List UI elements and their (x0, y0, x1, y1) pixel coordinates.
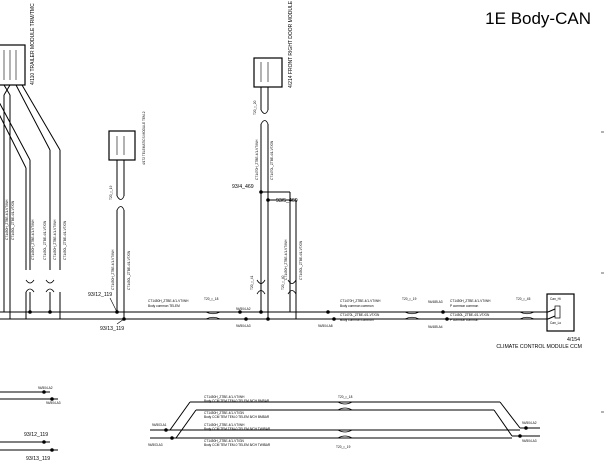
svg-text:Body CCM TEM TEM-0 TELEM 8/CH: Body CCM TEM TEM-0 TELEM 8/CH TWIBAR (204, 427, 271, 431)
svg-text:CT1450H_ZTBE-4/1-VT/GN: CT1450H_ZTBE-4/1-VT/GN (204, 439, 245, 443)
svg-text:94/504.A3: 94/504.A3 (522, 439, 537, 443)
svg-text:CT1450L_ZTBE-4/1-VT/GN: CT1450L_ZTBE-4/1-VT/GN (43, 220, 47, 260)
svg-text:Body CCM TEM TEM-0 TELEM 8/CH: Body CCM TEM TEM-0 TELEM 8/CH TWIBAR (204, 443, 271, 447)
svg-text:CT1450H_ZTBE-4/1-VT/WH: CT1450H_ZTBE-4/1-VT/WH (53, 219, 57, 260)
junction-93-4: 93/4_469 (232, 184, 254, 190)
diagram-title: 1E Body-CAN (485, 9, 591, 28)
trailer-wires: CT1450H_ZTBE-4/1-VT/WH CT1450L_ZTBE-4/1-… (0, 84, 67, 319)
junction-93-13: 93/13_119 (100, 326, 124, 332)
lower-left-wires: 94/504.A2 94/504.A3 93/12_119 93/13_119 (0, 386, 61, 461)
svg-text:CT1470L_ZTBE-4/1-VT/GN: CT1470L_ZTBE-4/1-VT/GN (270, 140, 274, 180)
svg-text:94/485.A3: 94/485.A3 (428, 300, 443, 304)
ccm-pin-hi: Can_Hi (550, 297, 561, 301)
door-wires: T20_▯_20 CT1470H_ZTBE-4/1-VT/WH CT1470L_… (250, 87, 303, 319)
main-bus: CT1450H_ZTBE-4/1-VT/WH Body common TELEM… (0, 190, 556, 329)
svg-text:T20_▯_41: T20_▯_41 (250, 275, 254, 290)
svg-text:94/503.A3: 94/503.A3 (148, 443, 163, 447)
svg-text:T20_▯_20: T20_▯_20 (253, 100, 257, 115)
svg-text:94/504.A2: 94/504.A2 (522, 421, 537, 425)
svg-text:CT1450H_ZTBE-4/1-VT/WH: CT1450H_ZTBE-4/1-VT/WH (204, 395, 245, 399)
svg-text:Body common TELEM: Body common TELEM (148, 304, 180, 308)
svg-text:CT1450H_ZTBE-4/1-VT/WH: CT1450H_ZTBE-4/1-VT/WH (204, 423, 245, 427)
svg-text:94/504.A3: 94/504.A3 (46, 401, 61, 405)
front-door-module[interactable]: 4/214 FRONT RIGHT DOOR MODULE (253, 0, 294, 88)
svg-text:CT1470H_ZTBE-4/1-VT/WH: CT1470H_ZTBE-4/1-VT/WH (255, 139, 259, 180)
trailer-module[interactable]: 4/110 TRAILER MODULE TRM/TMC (0, 3, 36, 86)
svg-text:94/503.A1: 94/503.A1 (152, 423, 167, 427)
svg-text:CT1450L_ZTBE-4/1-VT/GN: CT1450L_ZTBE-4/1-VT/GN (11, 200, 15, 240)
svg-text:CT1450H_ZTBE-4/1-VT/WH: CT1450H_ZTBE-4/1-VT/WH (284, 239, 288, 280)
svg-text:T20_▯_45: T20_▯_45 (516, 297, 531, 301)
svg-text:Body CCM TEM TEM-0 TELEM 8/CH: Body CCM TEM TEM-0 TELEM 8/CH BMBAR (204, 399, 270, 403)
svg-text:P common common: P common common (450, 318, 479, 322)
svg-text:CT1450L_ZTBE-4/1-VT/GN: CT1450L_ZTBE-4/1-VT/GN (63, 220, 67, 260)
ccm-name: CLIMATE CONTROL MODULE CCM (496, 344, 582, 350)
svg-text:P common common: P common common (450, 304, 479, 308)
junction-93-12: 93/12_119 (88, 292, 112, 298)
svg-text:Body CCM TEM TEM-0 TELEM 8/CH: Body CCM TEM TEM-0 TELEM 8/CH BMBAR (204, 415, 270, 419)
svg-text:Body common common: Body common common (340, 318, 374, 322)
svg-text:CT1450H_ZTBE-4/1-VT/WH: CT1450H_ZTBE-4/1-VT/WH (5, 199, 9, 240)
front-door-module-label: 4/214 FRONT RIGHT DOOR MODULE (288, 0, 294, 88)
svg-text:CT1450H_ZTBE-4/1-VT/WH: CT1450H_ZTBE-4/1-VT/WH (450, 299, 491, 303)
svg-text:CT1450H_ZTBE-4/1-VT/WH: CT1450H_ZTBE-4/1-VT/WH (111, 249, 115, 290)
svg-text:94/504.A2: 94/504.A2 (236, 307, 251, 311)
svg-text:CT1450H_ZTBE-4/1-VT/WH: CT1450H_ZTBE-4/1-VT/WH (31, 219, 35, 260)
trailer-module-label: 4/110 TRAILER MODULE TRM/TMC (30, 3, 36, 85)
svg-text:94/485.A4: 94/485.A4 (428, 325, 443, 329)
telematics-module[interactable]: 4/172 TELEMATICS MODULE TEM-2 (108, 111, 146, 165)
svg-text:94/504.A2: 94/504.A2 (38, 386, 53, 390)
svg-text:T20_▯_18: T20_▯_18 (338, 395, 353, 399)
svg-text:T20_▯_19: T20_▯_19 (336, 445, 351, 449)
ccm-code: 4/154 (567, 337, 580, 343)
svg-text:94/504.A3: 94/504.A3 (236, 324, 251, 328)
ccm-pin-lo: Can_Lo (550, 321, 561, 325)
bus-hi-label: CT1450H_ZTBE-4/1-VT/WH (148, 299, 189, 303)
svg-text:T20_▯_19: T20_▯_19 (109, 185, 113, 200)
junction-93-13-lower: 93/13_119 (26, 456, 50, 461)
svg-text:T20_▯_19: T20_▯_19 (402, 297, 417, 301)
svg-text:Body common common: Body common common (340, 304, 374, 308)
climate-control-module[interactable]: Can_Hi Can_Lo 4/154 CLIMATE CONTROL MODU… (496, 293, 582, 350)
svg-text:CT1450L_ZTBE-4/1-VT/GN: CT1450L_ZTBE-4/1-VT/GN (299, 240, 303, 280)
telematics-module-label: 4/172 TELEMATICS MODULE TEM-2 (142, 111, 146, 165)
telematics-wires: T20_▯_19 CT1450H_ZTBE-4/1-VT/WH CT1450L_… (109, 160, 131, 319)
svg-text:CT1450L_ZTBE-4/1-VT/GN: CT1450L_ZTBE-4/1-VT/GN (127, 250, 131, 290)
svg-text:T20_▯_40: T20_▯_40 (281, 275, 285, 290)
svg-text:94/504.A8: 94/504.A8 (318, 324, 333, 328)
junction-93-5: 93/5_469 (276, 198, 298, 204)
lower-bus: 94/503.A1 94/503.A3 94/504.A2 94/504.A3 … (148, 395, 540, 449)
junction-93-12-lower: 93/12_119 (24, 432, 48, 438)
svg-text:CT1450L_ZTBE-4/1-VT/GN: CT1450L_ZTBE-4/1-VT/GN (450, 313, 490, 317)
svg-text:T20_▯_18: T20_▯_18 (204, 297, 219, 301)
svg-text:CT1470H_ZTBE-4/1-VT/WH: CT1470H_ZTBE-4/1-VT/WH (340, 299, 381, 303)
svg-text:CT1470L_ZTBE-4/1-VT/GN: CT1470L_ZTBE-4/1-VT/GN (340, 313, 380, 317)
svg-text:CT1450H_ZTBE-4/1-VT/GN: CT1450H_ZTBE-4/1-VT/GN (204, 411, 245, 415)
